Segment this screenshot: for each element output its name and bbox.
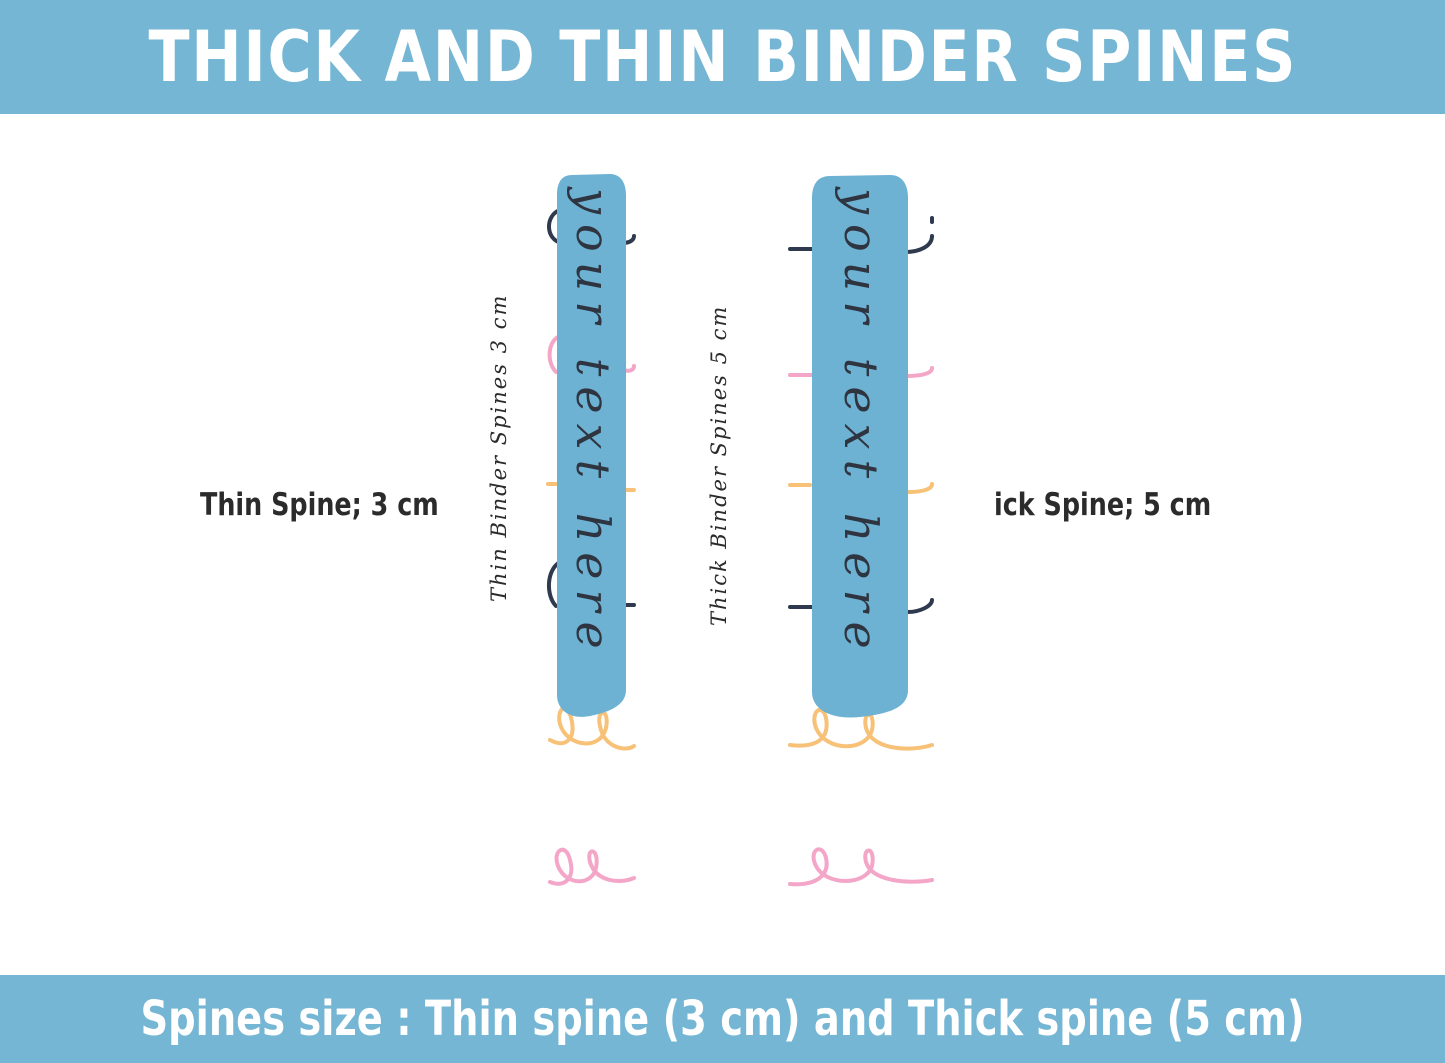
thick-spine-label: ick Spine; 5 cm (994, 487, 1212, 523)
thick-spine-caption: Thick Binder Spines 5 cm (707, 304, 731, 626)
thick-pink-arc-right (903, 366, 934, 378)
thick-spine-text: your text here (834, 188, 888, 659)
thick-navy-arc-right (903, 234, 934, 254)
thin-spine-caption: Thin Binder Spines 3 cm (487, 293, 511, 602)
thin-spine-text: your text here (566, 188, 620, 659)
thick-spine-body (812, 175, 908, 718)
page-title: THICK AND THIN BINDER SPINES (148, 16, 1297, 98)
thin-spine-body (557, 174, 626, 717)
thick-pink-curl (788, 847, 934, 887)
thin-spine-label: Thin Spine; 3 cm (200, 487, 439, 523)
top-banner: THICK AND THIN BINDER SPINES (0, 0, 1445, 114)
thin-pink-curl (548, 847, 636, 886)
spines-size-text: Spines size : Thin spine (3 cm) and Thic… (140, 991, 1305, 1047)
thick-orange-curl (788, 707, 934, 751)
thin-navy-loop-mid (547, 560, 562, 608)
thick-spine-decorations (788, 216, 934, 887)
thick-navy-arc-right-2 (906, 598, 934, 614)
thin-orange-curl (548, 706, 636, 751)
bottom-banner: Spines size : Thin spine (3 cm) and Thic… (0, 975, 1445, 1063)
thick-orange-arc-right (906, 482, 934, 494)
